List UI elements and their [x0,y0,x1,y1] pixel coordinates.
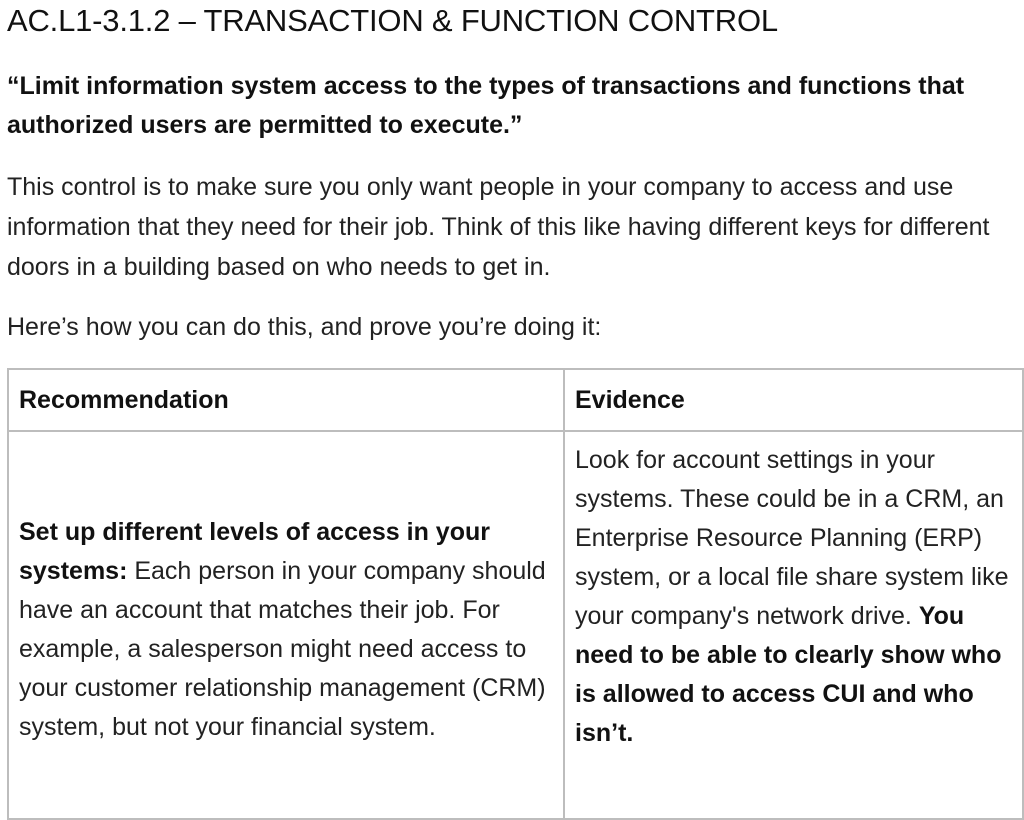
table-header-row: Recommendation Evidence [7,368,1024,432]
evidence-emphasis: You need to be able to clearly show who … [575,602,1002,747]
table-row: Set up different levels of access in you… [7,430,1024,820]
control-quote: “Limit information system access to the … [7,72,965,139]
header-recommendation: Recommendation [7,368,565,432]
page-title: AC.L1-3.1.2 – TRANSACTION & FUNCTION CON… [7,3,778,38]
evidence-cell: Look for account settings in your system… [563,430,1024,820]
recommendation-heading: Set up different levels of access in you… [19,518,490,585]
lead-paragraph: Here’s how you can do this, and prove yo… [7,313,602,341]
intro-paragraph: This control is to make sure you only wa… [7,173,990,281]
evidence-text: Look for account settings in your system… [575,446,1009,630]
recommendation-text: Each person in your company should have … [19,557,546,741]
recommendation-cell: Set up different levels of access in you… [7,430,565,820]
header-evidence: Evidence [563,368,1024,432]
recommendation-table: Recommendation Evidence Set up different… [7,368,1024,820]
